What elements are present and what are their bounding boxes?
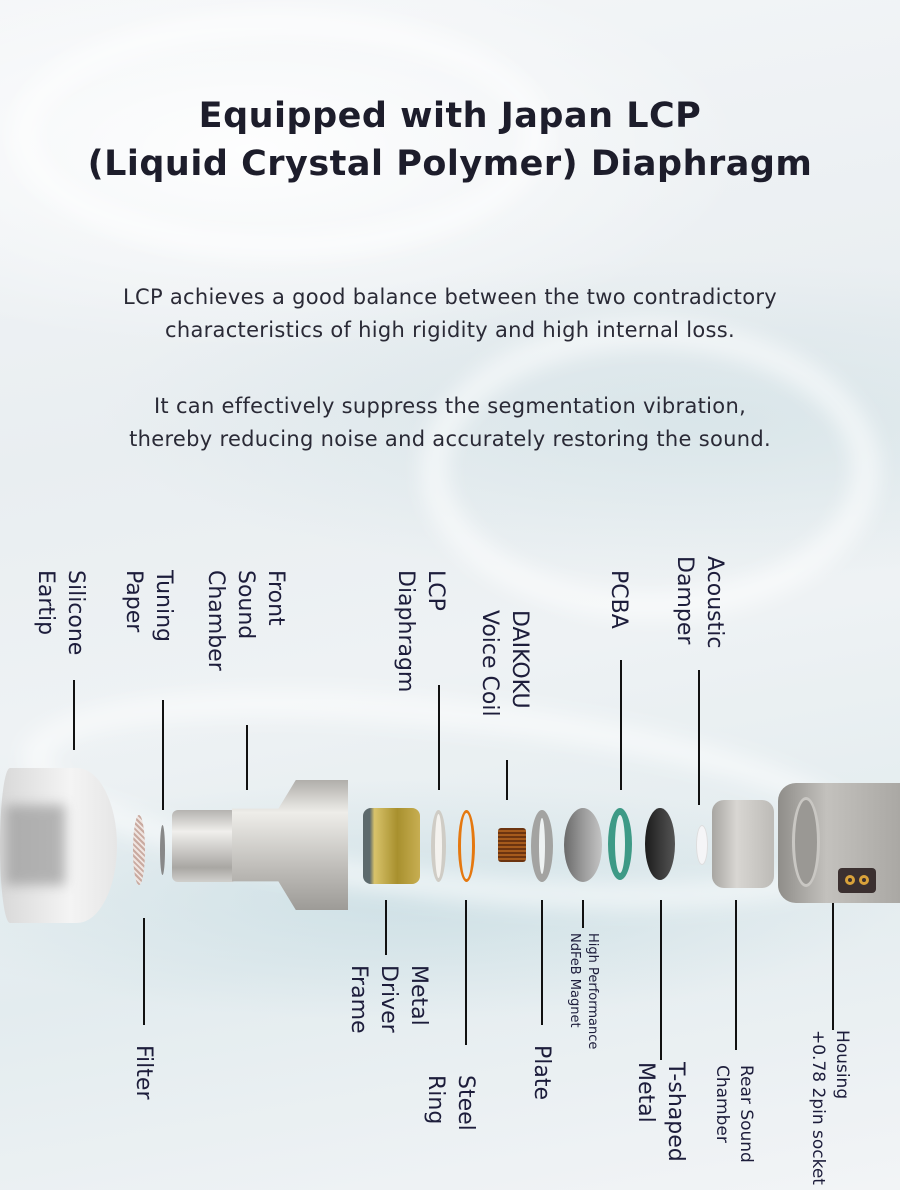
leader-line xyxy=(246,725,248,790)
description-1: LCP achieves a good balance between the … xyxy=(0,281,900,347)
label-housing: Housing +0.78 2pin socket xyxy=(808,1030,852,1185)
tuning-paper xyxy=(160,825,165,875)
ndfeb-magnet xyxy=(564,808,602,882)
label-metal-driver-frame: Metal Driver Frame xyxy=(346,965,431,1034)
housing xyxy=(778,783,900,903)
label-front-sound-chamber: Front Sound Chamber xyxy=(203,570,288,671)
label-tuning-paper: Tuning Paper xyxy=(121,570,176,643)
label-pcba: PCBA xyxy=(606,570,631,629)
voice-coil xyxy=(498,828,526,862)
label-acoustic-damper: Acoustic Damper xyxy=(672,556,727,649)
pcba xyxy=(608,808,632,880)
silicone-eartip xyxy=(0,768,117,923)
description-2-line-2: thereby reducing noise and accurately re… xyxy=(129,427,771,451)
label-plate: Plate xyxy=(529,1045,554,1101)
leader-line xyxy=(698,670,700,805)
leader-line xyxy=(832,903,834,1030)
leader-line xyxy=(143,918,145,1025)
label-t-shaped-metal: T-shaped Metal xyxy=(633,1062,688,1162)
steel-ring xyxy=(458,810,475,882)
description-1-line-2: characteristics of high rigidity and hig… xyxy=(164,318,735,342)
front-sound-chamber xyxy=(172,810,237,882)
2pin-socket xyxy=(838,868,876,893)
label-filter: Filter xyxy=(131,1045,156,1100)
leader-line xyxy=(438,685,440,790)
leader-line xyxy=(506,760,508,800)
description-1-line-1: LCP achieves a good balance between the … xyxy=(122,285,778,309)
title-line-1: Equipped with Japan LCP xyxy=(198,96,702,136)
acoustic-damper xyxy=(696,825,708,865)
label-rear-sound-chamber: Rear Sound Chamber xyxy=(712,1065,756,1163)
label-ndfeb-magnet: High Performance NdFeB Magnet xyxy=(567,933,600,1050)
leader-line xyxy=(385,900,387,955)
leader-line xyxy=(620,660,622,790)
label-voice-coil: DAIKOKU Voice Coil xyxy=(477,610,532,717)
page-title: Equipped with Japan LCP (Liquid Crystal P… xyxy=(0,92,900,188)
filter-mesh xyxy=(133,815,145,885)
rear-sound-chamber xyxy=(712,800,774,888)
leader-line xyxy=(582,900,584,928)
background-swirl xyxy=(420,320,880,620)
label-steel-ring: Steel Ring xyxy=(423,1075,478,1131)
leader-line xyxy=(541,900,543,1025)
lcp-diaphragm xyxy=(431,810,446,882)
plate xyxy=(531,810,553,882)
leader-line xyxy=(465,900,467,1045)
leader-line xyxy=(162,700,164,810)
label-lcp-diaphragm: LCP Diaphragm xyxy=(393,570,448,693)
metal-driver-frame xyxy=(363,808,420,884)
label-silicone-eartip: Silicone Eartip xyxy=(33,570,88,656)
description-2: It can effectively suppress the segmenta… xyxy=(0,390,900,456)
leader-line xyxy=(735,900,737,1050)
title-line-2: (Liquid Crystal Polymer) Diaphragm xyxy=(87,144,813,184)
leader-line xyxy=(660,900,662,1060)
leader-line xyxy=(73,680,75,750)
t-shaped-metal xyxy=(645,808,675,880)
description-2-line-1: It can effectively suppress the segmenta… xyxy=(153,394,747,418)
